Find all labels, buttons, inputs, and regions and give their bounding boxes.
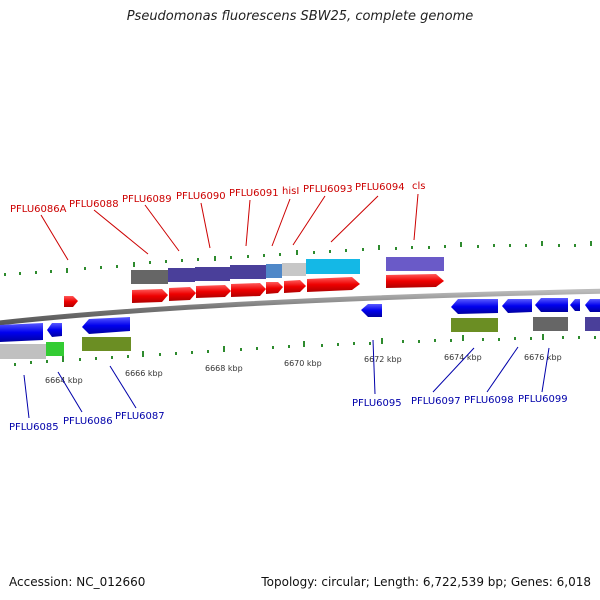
gene-label: PFLU6093 (303, 184, 353, 195)
genome-summary-text: Topology: circular; Length: 6,722,539 bp… (261, 575, 591, 589)
scale-tick: 6672 kbp (364, 355, 402, 364)
feature-bar (533, 317, 568, 331)
gene-arrow-reverse (451, 299, 498, 314)
gene-arrow-reverse (361, 304, 382, 317)
gene-label: PFLU6086A (10, 204, 67, 215)
gene-arrow-forward (284, 280, 306, 293)
accession-text: Accession: NC_012660 (9, 575, 146, 589)
gene-label: PFLU6099 (518, 394, 568, 405)
bottom-gene-labels: PFLU6085 PFLU6086 PFLU6087 PFLU6095 PFLU… (9, 394, 568, 433)
scale-tick: 6670 kbp (284, 359, 322, 368)
gene-label: PFLU6094 (355, 182, 405, 193)
gene-label: cls (412, 181, 426, 192)
feature-bar (306, 259, 360, 274)
feature-bar (585, 317, 600, 331)
gene-arrow-forward (132, 289, 168, 303)
feature-bar (131, 270, 168, 284)
genome-backbone (0, 288, 600, 326)
scale-tick: 6664 kbp (45, 376, 83, 385)
gene-label: PFLU6086 (63, 416, 113, 427)
feature-bar (230, 265, 266, 279)
feature-bar (195, 267, 230, 281)
gene-arrow-forward (266, 282, 283, 294)
scale-labels: 6664 kbp 6666 kbp 6668 kbp 6670 kbp 6672… (45, 353, 562, 385)
feature-bar (0, 344, 46, 359)
gene-label: PFLU6087 (115, 411, 165, 422)
gene-arrow-forward (231, 283, 266, 297)
gene-arrow-forward (196, 285, 231, 298)
gene-label: PFLU6091 (229, 188, 279, 199)
lower-tick-row (14, 334, 596, 366)
gene-label: PFLU6090 (176, 191, 226, 202)
gene-label: PFLU6097 (411, 396, 461, 407)
gene-arrow-forward (64, 296, 78, 307)
gene-arrow-reverse (47, 323, 62, 337)
upper-tick-row (4, 241, 592, 276)
scale-tick: 6676 kbp (524, 353, 562, 362)
feature-bar (282, 263, 306, 276)
scale-tick: 6668 kbp (205, 364, 243, 373)
feature-bar (386, 257, 444, 271)
gene-arrow-reverse (535, 298, 568, 312)
reverse-genes (0, 298, 600, 342)
bottom-leader-lines (23, 339, 550, 419)
lower-feature-bars (0, 317, 600, 359)
upper-feature-bars (131, 257, 444, 284)
forward-genes (64, 274, 444, 307)
gene-arrow-reverse (82, 317, 130, 334)
map-title: Pseudomonas fluorescens SBW25, complete … (126, 9, 474, 24)
scale-tick: 6666 kbp (125, 369, 163, 378)
gene-label: PFLU6098 (464, 395, 514, 406)
feature-bar (46, 342, 64, 356)
gene-arrow-reverse (0, 323, 43, 342)
gene-arrow-reverse (585, 299, 600, 312)
feature-bar (82, 337, 131, 351)
gene-arrow-reverse (502, 299, 532, 313)
gene-arrow-forward (169, 287, 196, 301)
gene-arrow-forward (386, 274, 444, 288)
feature-bar (168, 268, 195, 282)
gene-label: PFLU6089 (122, 194, 172, 205)
feature-bar (451, 318, 498, 332)
gene-label: PFLU6085 (9, 422, 59, 433)
gene-arrow-reverse (570, 299, 580, 311)
gene-label: hisI (282, 186, 299, 197)
feature-bar (266, 264, 282, 278)
top-leader-lines (40, 193, 419, 261)
scale-tick: 6674 kbp (444, 353, 482, 362)
top-gene-labels: PFLU6086A PFLU6088 PFLU6089 PFLU6090 PFL… (10, 181, 426, 215)
gene-label: PFLU6088 (69, 199, 119, 210)
gene-label: PFLU6095 (352, 398, 402, 409)
gene-arrow-forward (307, 277, 360, 292)
